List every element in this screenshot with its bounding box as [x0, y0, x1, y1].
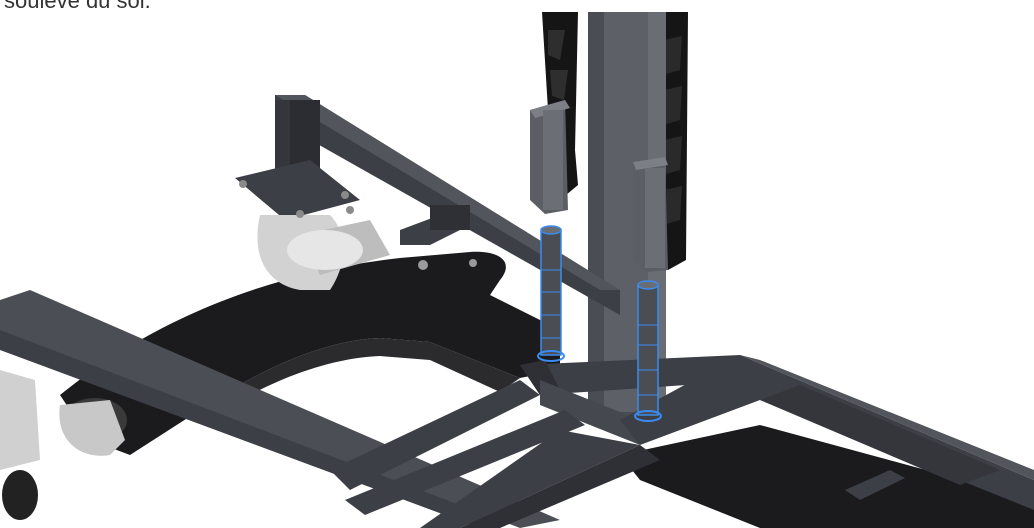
caption-text: soulevé du sol.	[4, 0, 151, 13]
alignment-pin	[537, 225, 565, 362]
square-socket	[633, 157, 668, 272]
tube-frame	[0, 95, 1034, 528]
caster-wheel	[0, 370, 127, 520]
caster-wheel	[235, 160, 390, 290]
alignment-pin	[634, 280, 662, 422]
lattice-arm	[542, 12, 688, 270]
square-socket	[530, 100, 570, 214]
